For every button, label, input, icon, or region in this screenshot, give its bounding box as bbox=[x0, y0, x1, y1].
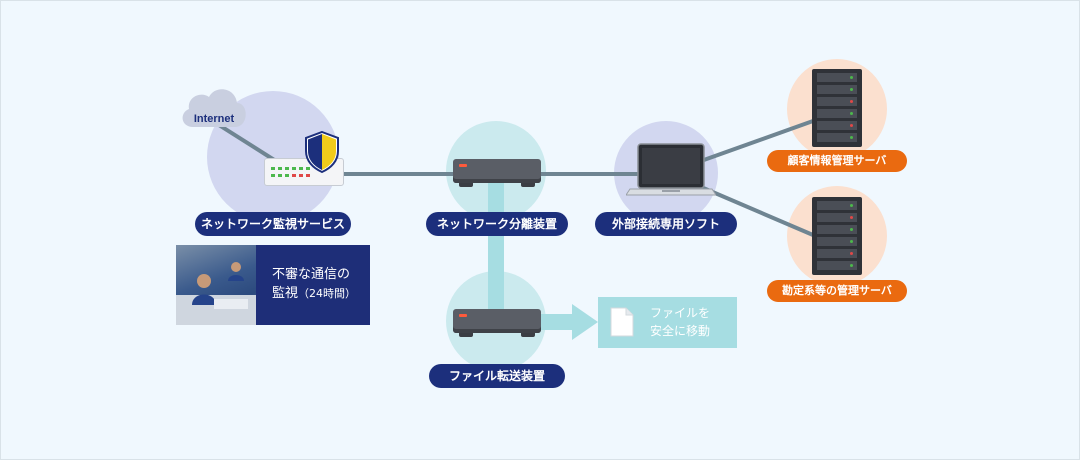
server-rack-icon bbox=[812, 69, 862, 147]
monitoring-notice: 不審な通信の 監視（24時間） bbox=[176, 245, 370, 325]
file-move-line2: 安全に移動 bbox=[650, 324, 711, 338]
accounting-server-label: 勘定系等の管理サーバ bbox=[767, 280, 907, 302]
customer-server-link bbox=[700, 119, 814, 163]
laptop-icon bbox=[626, 143, 716, 196]
cloud-label: Internet bbox=[194, 113, 235, 125]
arrow-right-icon bbox=[572, 304, 598, 340]
cloud-link bbox=[217, 123, 281, 165]
cloud-icon: Internet bbox=[182, 89, 246, 127]
device-foot bbox=[521, 333, 535, 337]
server-rack-icon bbox=[812, 197, 862, 275]
file-move-line1: ファイルを bbox=[650, 306, 711, 320]
network-device-icon bbox=[453, 309, 541, 333]
transfer-label: ファイル転送装置 bbox=[429, 364, 565, 388]
remote-software-label: 外部接続専用ソフト bbox=[595, 212, 737, 236]
file-move-box: ファイルを 安全に移動 bbox=[598, 297, 737, 348]
notice-text: 不審な通信の 監視（24時間） bbox=[272, 265, 356, 303]
customer-server-label: 顧客情報管理サーバ bbox=[767, 150, 907, 172]
status-led bbox=[459, 164, 467, 167]
document-icon bbox=[610, 307, 634, 337]
transfer-connector bbox=[488, 183, 504, 315]
shield-icon bbox=[305, 131, 339, 173]
device-foot bbox=[459, 333, 473, 337]
notice-line2-main: 監視 bbox=[272, 286, 299, 301]
arrow-shaft bbox=[538, 314, 574, 330]
status-led bbox=[459, 314, 467, 317]
monitoring-label: ネットワーク監視サービス bbox=[195, 212, 351, 236]
separator-label: ネットワーク分離装置 bbox=[426, 212, 568, 236]
accounting-server-link bbox=[700, 185, 814, 237]
notice-line2-sub: （24時間） bbox=[298, 287, 357, 300]
file-move-text: ファイルを 安全に移動 bbox=[650, 304, 710, 340]
notice-line2: 監視（24時間） bbox=[272, 284, 356, 303]
notice-line1: 不審な通信の bbox=[272, 267, 351, 282]
device-foot bbox=[521, 183, 535, 187]
operators-photo bbox=[176, 245, 256, 325]
network-device-icon bbox=[453, 159, 541, 183]
device-foot bbox=[459, 183, 473, 187]
